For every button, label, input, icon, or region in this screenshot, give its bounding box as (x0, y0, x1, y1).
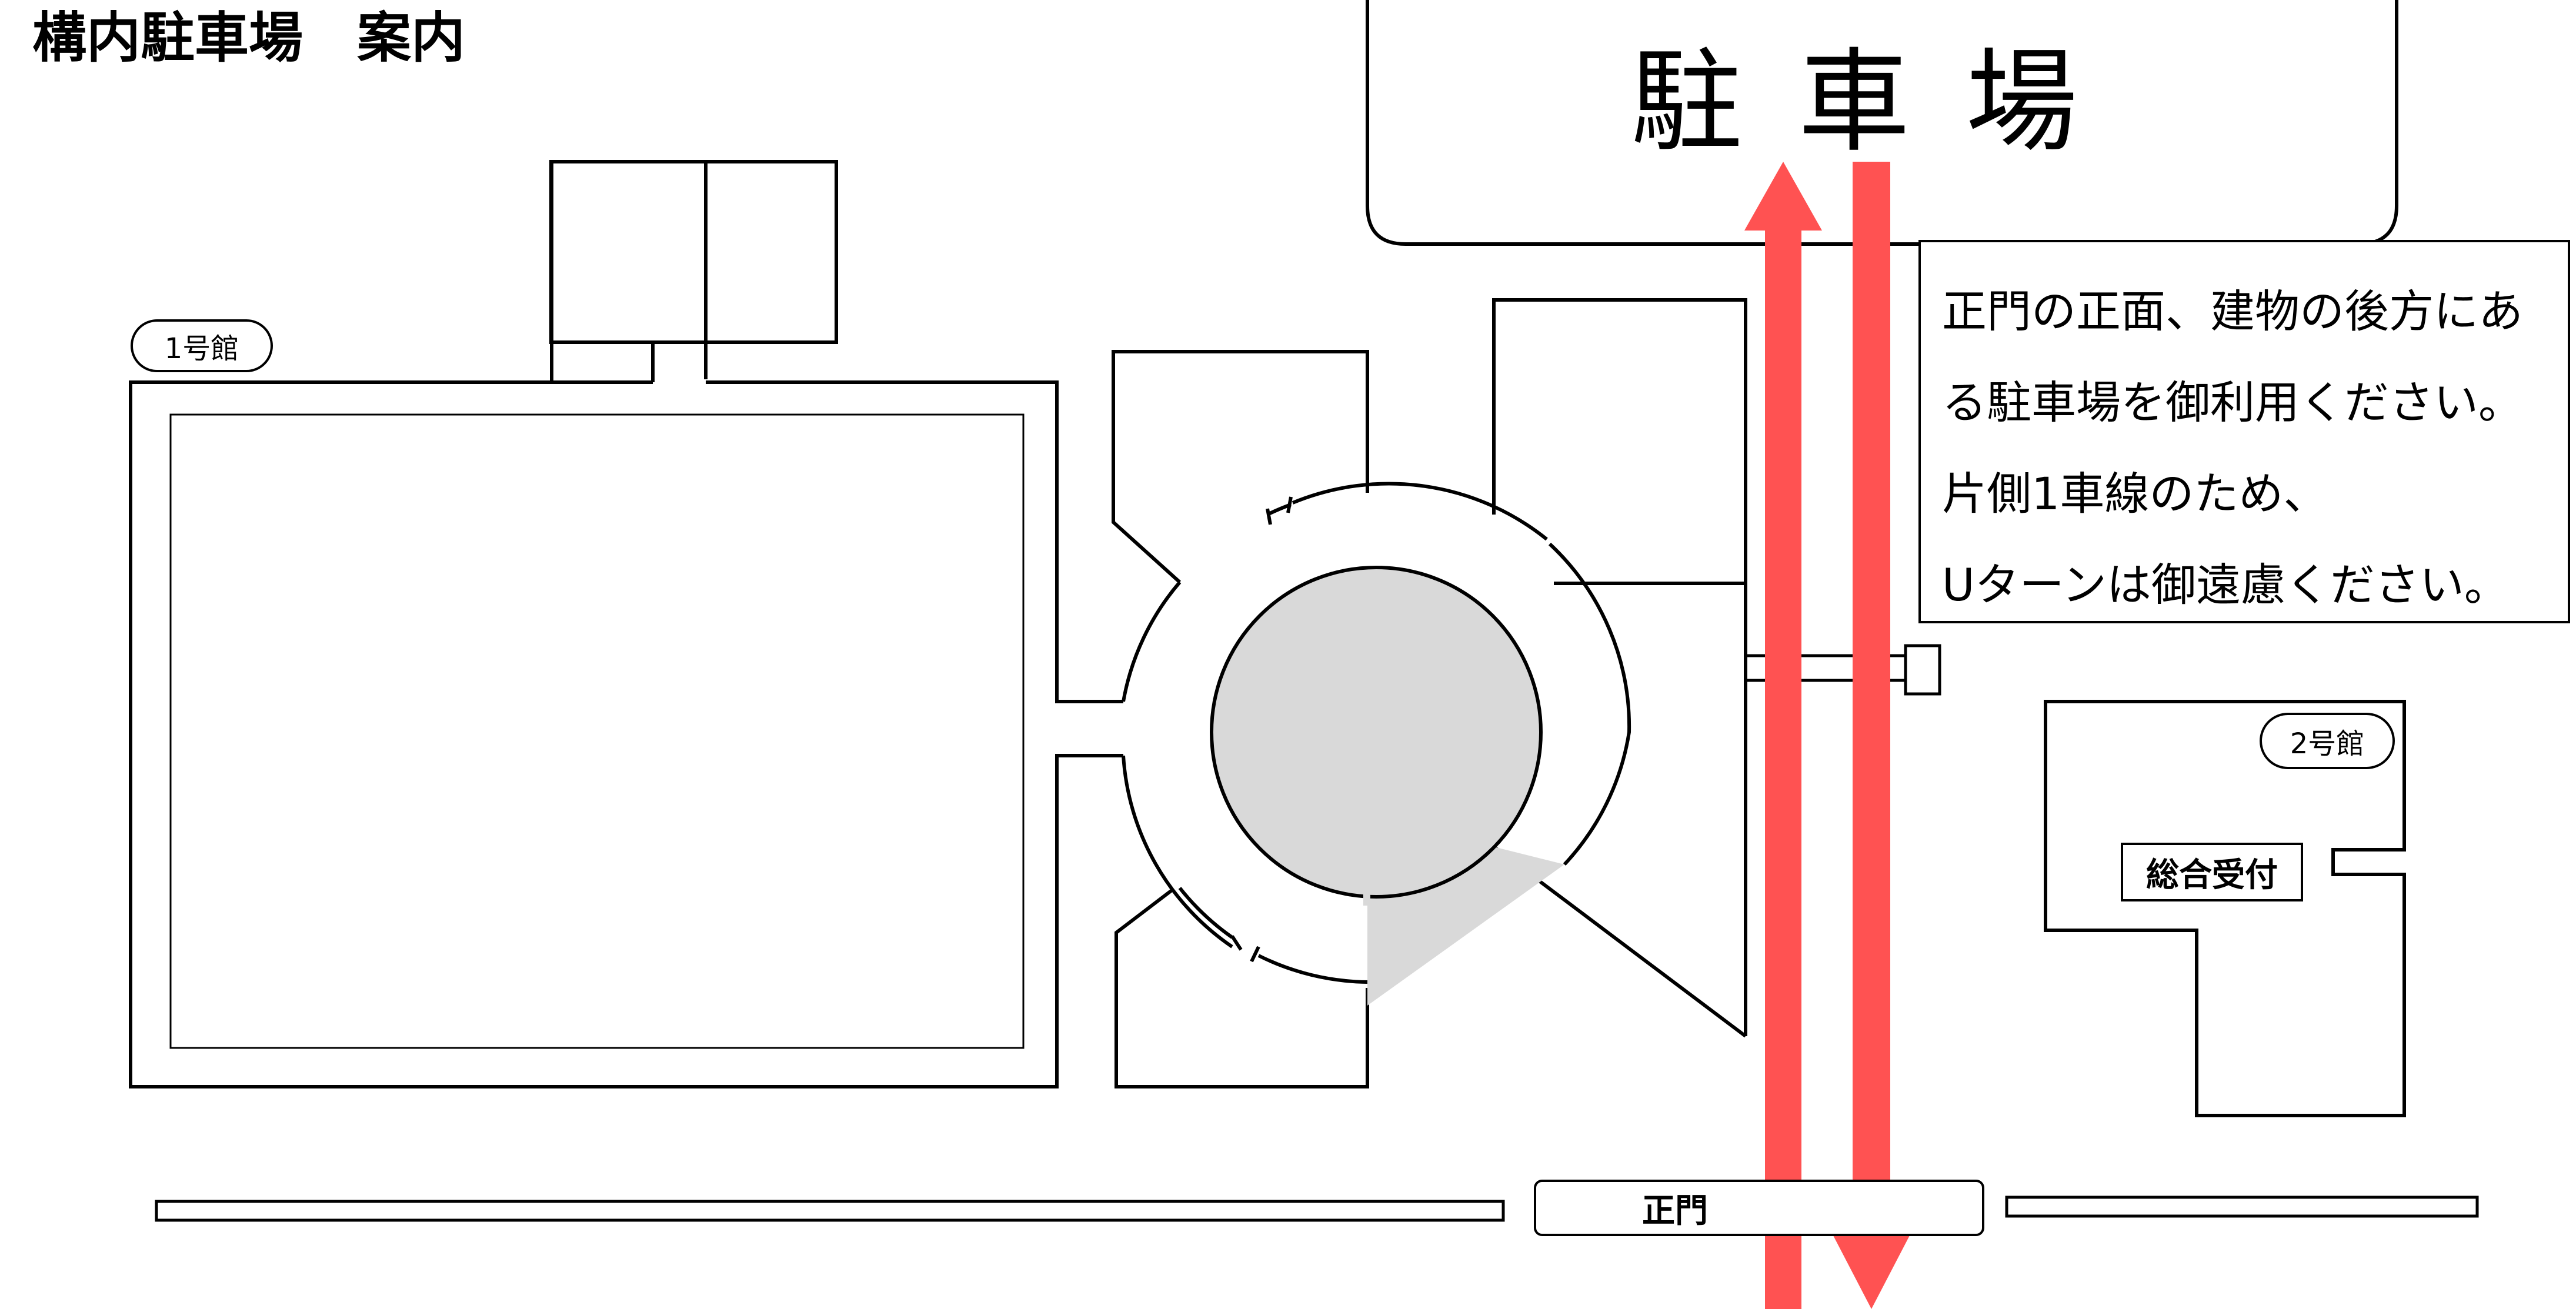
building1-annex-frame (550, 160, 838, 379)
roundabout-island (1210, 566, 1543, 899)
fence-left (155, 1200, 1505, 1222)
connector-post (1904, 644, 1941, 696)
main-gate: 正門 (1534, 1180, 1984, 1236)
roundabout-top-arc (1292, 482, 1548, 541)
instruction-line: 正門の正面、建物の後方にあ (1942, 285, 2523, 338)
parking-area-label: 駐車場 (1630, 37, 2134, 167)
arrow-down-icon (1833, 162, 1910, 1309)
parking-instructions-box: 正門の正面、建物の後方にあ る駐車場を御利用ください。 片側1車線のため、 Uタ… (1918, 240, 2570, 623)
block-lower-left (1115, 887, 1369, 1088)
arrow-up-icon (1744, 162, 1822, 1309)
page-title: 構内駐車場 案内 (32, 6, 466, 69)
main-gate-label: 正門 (1642, 1191, 1708, 1230)
instruction-line: る駐車場を御利用ください。 (1942, 376, 2523, 429)
building1-outer-wall (129, 380, 1123, 1088)
fence-right (2005, 1196, 2479, 1218)
block-right-upper (1492, 298, 1747, 1036)
instruction-line: Uターンは御遠慮ください。 (1942, 559, 2509, 611)
roundabout-gap-ticks (1230, 496, 1293, 963)
roundabout-outer-ring (1122, 503, 1631, 984)
building1-courtyard (169, 413, 1025, 1049)
building2-outline (2044, 700, 2406, 1117)
instruction-line: 片側1車線のため、 (1942, 468, 2328, 520)
building1-label: 1号館 (131, 319, 273, 372)
reception-label: 総合受付 (2121, 843, 2303, 901)
roundabout-bottom-left-arc (1178, 887, 1233, 939)
building2-label: 2号館 (2260, 713, 2395, 769)
roundabout (1122, 482, 1631, 1006)
block-upper-left (1112, 350, 1369, 584)
